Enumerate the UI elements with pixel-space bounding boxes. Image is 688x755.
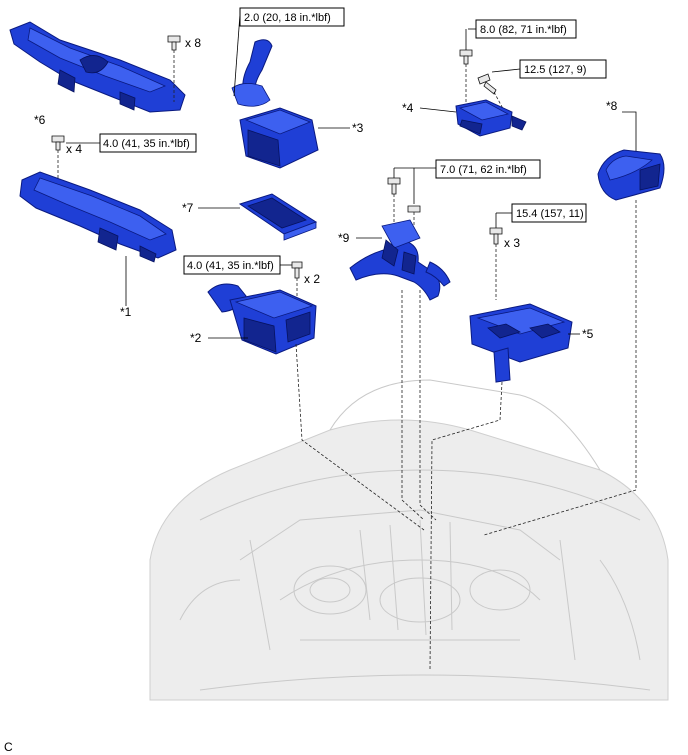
illustration-code: C: [4, 740, 13, 754]
torque-box-part-9: [435, 159, 541, 179]
torque-part-2: 4.0 (41, 35 in.*lbf): [187, 260, 274, 272]
bolt-icon: [477, 73, 497, 95]
part-2-label: *2: [190, 331, 202, 345]
bolt-icon: [387, 177, 401, 195]
part-5-label: *5: [582, 327, 594, 341]
torque-part-4-side: 12.5 (127, 9): [524, 64, 586, 76]
part-8-label: *8: [606, 99, 618, 113]
part-4-module: [455, 99, 527, 137]
part-7-air-filter-element: [238, 193, 318, 241]
clip-icon: [407, 205, 421, 213]
part-6-cowl-duct: [9, 21, 186, 113]
bolt-icon: [51, 135, 65, 151]
torque-part-5: 15.4 (157, 11): [516, 208, 584, 220]
quantity-part-6: x 8: [185, 36, 201, 50]
part-3-label: *3: [352, 121, 364, 135]
quantity-part-1: x 4: [66, 142, 82, 156]
part-3-air-cleaner-case: [231, 39, 319, 169]
torque-part-3: 2.0 (20, 18 in.*lbf): [244, 12, 331, 24]
part-5-battery-tray: [469, 303, 573, 383]
part-2-air-cleaner-body: [207, 283, 317, 355]
part-4-label: *4: [402, 101, 414, 115]
bolt-icon: [291, 261, 303, 279]
bolt-icon: [167, 35, 181, 51]
part-9-bracket-harness: [349, 219, 451, 301]
part-6-label: *6: [34, 113, 46, 127]
torque-part-1: 4.0 (41, 35 in.*lbf): [103, 138, 190, 150]
torque-box-part-3: [239, 7, 345, 27]
part-8-cover: [597, 149, 665, 201]
part-9-label: *9: [338, 231, 350, 245]
torque-part-4-top: 8.0 (82, 71 in.*lbf): [480, 24, 567, 36]
part-1-label: *1: [120, 305, 132, 319]
bolt-icon: [489, 227, 503, 245]
quantity-part-5: x 3: [504, 236, 520, 250]
part-7-label: *7: [182, 201, 194, 215]
torque-part-9: 7.0 (71, 62 in.*lbf): [440, 164, 527, 176]
part-1-air-inlet: [19, 171, 177, 263]
engine-bay-illustration: [149, 379, 669, 701]
quantity-part-2: x 2: [304, 272, 320, 286]
bolt-icon: [459, 49, 473, 65]
